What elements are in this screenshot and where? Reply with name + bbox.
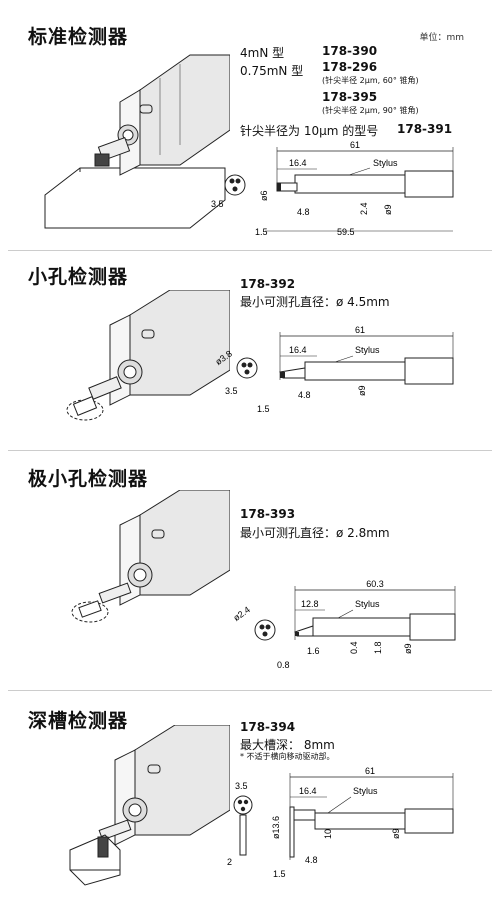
dim-1-5: 1.5	[257, 404, 270, 414]
section-title-deep-groove: 深槽检测器	[28, 710, 129, 732]
stylus-label: Stylus	[355, 599, 380, 609]
dim-4-8: 4.8	[297, 207, 310, 217]
standard-detector-illustration	[44, 54, 230, 229]
micro-hole-desc: 最小可测孔直径：ø 2.8mm	[240, 526, 390, 540]
dim-1-5: 1.5	[273, 869, 286, 879]
deep-groove-detector-drawing: 61 16.4 Stylus 3.5 ø13.6 10 ø9 2 4.8 1.5	[227, 766, 454, 879]
dim-10: 10	[323, 829, 333, 839]
divider-3	[8, 690, 492, 691]
section-title-small-hole: 小孔检测器	[28, 266, 129, 288]
dim-3-5: 3.5	[211, 199, 224, 209]
dim-3-5: 3.5	[225, 386, 238, 396]
dim-16-4: 16.4	[289, 158, 307, 168]
deep-groove-detector-illustration	[69, 725, 230, 886]
dim-2-4: 2.4	[359, 202, 369, 215]
model-line-3-code: 178-395	[322, 90, 378, 104]
model-line-2-note: (针尖半径 2μm, 60° 锥角)	[322, 76, 419, 85]
dim-0-8: 0.8	[277, 660, 290, 670]
dim-d2-4: ø2.4	[231, 604, 251, 623]
dim-1-6: 1.6	[307, 646, 320, 656]
dim-2: 2	[227, 857, 232, 867]
model-line-2-code: 178-296	[322, 60, 378, 74]
micro-hole-detector-drawing: 60.3 12.8 Stylus ø2.4 1.6 0.4 1.8 ø9 0.8	[231, 580, 456, 670]
model-line-4-label: 针尖半径为 10μm 的型号	[240, 124, 379, 138]
divider-2	[8, 450, 492, 451]
section-title-standard: 标准检测器	[28, 26, 129, 48]
dim-total-length: 61	[350, 140, 360, 150]
dim-1-5: 1.5	[255, 227, 268, 237]
small-hole-code: 178-392	[240, 277, 296, 291]
model-line-3-note: (针尖半径 2μm, 90° 锥角)	[322, 106, 419, 115]
dim-total-length: 60.3	[366, 580, 384, 589]
dim-d9: ø9	[357, 385, 367, 396]
dim-d13-6: ø13.6	[271, 816, 281, 839]
section-title-micro-hole: 极小孔检测器	[28, 468, 149, 490]
stylus-label: Stylus	[355, 345, 380, 355]
model-line-2-label: 0.75mN 型	[240, 64, 304, 78]
model-line-4-code: 178-391	[397, 122, 453, 136]
dim-d9: ø9	[383, 204, 393, 215]
dim-12-8: 12.8	[301, 599, 319, 609]
dim-d3-8: ø3.8	[213, 348, 233, 367]
stylus-label: Stylus	[373, 158, 398, 168]
dim-4-8: 4.8	[305, 855, 318, 865]
dim-d6: ø6	[259, 190, 269, 201]
small-hole-desc: 最小可测孔直径：ø 4.5mm	[240, 295, 390, 309]
micro-hole-code: 178-393	[240, 507, 296, 521]
dim-total-length: 61	[355, 325, 365, 335]
dim-3-5: 3.5	[235, 781, 248, 791]
dim-1-8: 1.8	[373, 641, 383, 654]
dim-4-8: 4.8	[298, 390, 311, 400]
micro-hole-detector-illustration	[71, 490, 230, 623]
dim-16-4: 16.4	[289, 345, 307, 355]
dim-d9: ø9	[391, 828, 401, 839]
dim-59-5: 59.5	[337, 227, 355, 237]
unit-label: 单位：mm	[419, 33, 464, 43]
standard-detector-drawing: 61 16.4 Stylus 3.5 ø6 4.8 2.4 ø9 1.5 59.…	[211, 140, 454, 237]
dim-0-4: 0.4	[349, 641, 359, 654]
dim-16-4: 16.4	[299, 786, 317, 796]
small-hole-detector-illustration	[66, 290, 230, 421]
dim-total-length: 61	[365, 766, 375, 776]
model-line-1-label: 4mN 型	[240, 46, 285, 60]
model-line-1-code: 178-390	[322, 44, 378, 58]
deep-groove-desc: 最大槽深： 8mm	[240, 738, 335, 752]
divider-1	[8, 250, 492, 251]
deep-groove-note: * 不适于横向移动驱动部。	[240, 752, 335, 761]
stylus-label: Stylus	[353, 786, 378, 796]
deep-groove-code: 178-394	[240, 720, 296, 734]
dim-d9: ø9	[403, 643, 413, 654]
small-hole-detector-drawing: 61 16.4 Stylus ø3.8 3.5 4.8 ø9 1.5	[213, 325, 454, 414]
